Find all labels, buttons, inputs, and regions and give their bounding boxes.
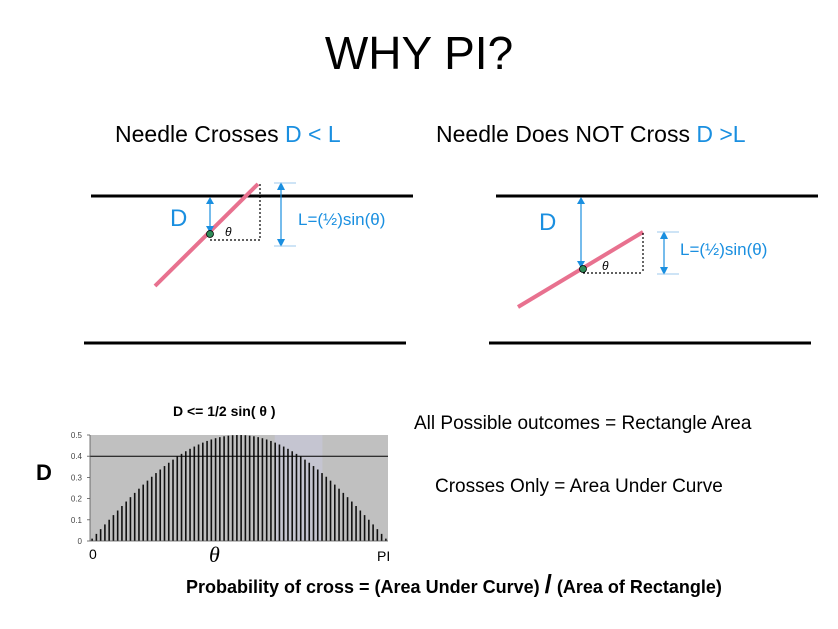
left-heading-condition: D < L — [285, 121, 341, 147]
x-label-start: 0 — [89, 546, 97, 562]
left-l-label: L=(½)sin(θ) — [298, 210, 386, 229]
right-l-arrowhead-bottom — [660, 267, 668, 275]
right-d-arrowhead-top — [577, 197, 585, 204]
left-d-arrowhead-bottom — [206, 226, 214, 233]
rect-area-note: All Possible outcomes = Rectangle Area — [414, 413, 752, 434]
under-curve-note: Crosses Only = Area Under Curve — [435, 476, 723, 497]
y-tick-label: 0.4 — [71, 452, 83, 461]
formula-left: Probability of cross = (Area Under Curve… — [186, 577, 545, 597]
right-d-label: D — [539, 209, 557, 236]
page-title: WHY PI? — [324, 27, 514, 79]
chart-highlight-band — [274, 435, 323, 541]
left-l-arrowhead-top — [277, 182, 285, 190]
left-needle-center — [206, 230, 214, 238]
left-heading: Needle Crosses D < L — [115, 121, 341, 147]
right-theta-label: θ — [602, 259, 609, 273]
y-tick-label: 0.3 — [71, 473, 83, 482]
right-heading: Needle Does NOT Cross D >L — [436, 121, 746, 147]
right-d-arrowhead-bottom — [577, 261, 585, 268]
right-heading-prefix: Needle Does NOT Cross — [436, 121, 697, 147]
right-needle-center — [579, 265, 587, 273]
probability-formula: Probability of cross = (Area Under Curve… — [186, 571, 722, 598]
y-tick-label: 0.1 — [71, 516, 83, 525]
left-heading-prefix: Needle Crosses — [115, 121, 286, 147]
left-d-label: D — [170, 205, 188, 232]
right-l-label: L=(½)sin(θ) — [680, 240, 768, 259]
chart-y-label: D — [36, 460, 52, 485]
left-l-arrowhead-bottom — [277, 239, 285, 247]
y-tick-label: 0.5 — [71, 431, 83, 440]
y-tick-label: 0 — [78, 537, 83, 546]
formula-slash: / — [544, 569, 552, 599]
left-theta-label: θ — [225, 225, 232, 239]
formula-right: (Area of Rectangle) — [551, 577, 722, 597]
left-d-arrowhead-top — [206, 197, 214, 204]
chart-title: D <= 1/2 sin( θ ) — [173, 403, 276, 419]
x-label-theta: θ — [209, 542, 220, 567]
right-l-arrowhead-top — [660, 231, 668, 239]
x-label-end: PI — [377, 548, 391, 564]
right-heading-condition: D >L — [696, 121, 746, 147]
y-tick-label: 0.2 — [71, 495, 83, 504]
